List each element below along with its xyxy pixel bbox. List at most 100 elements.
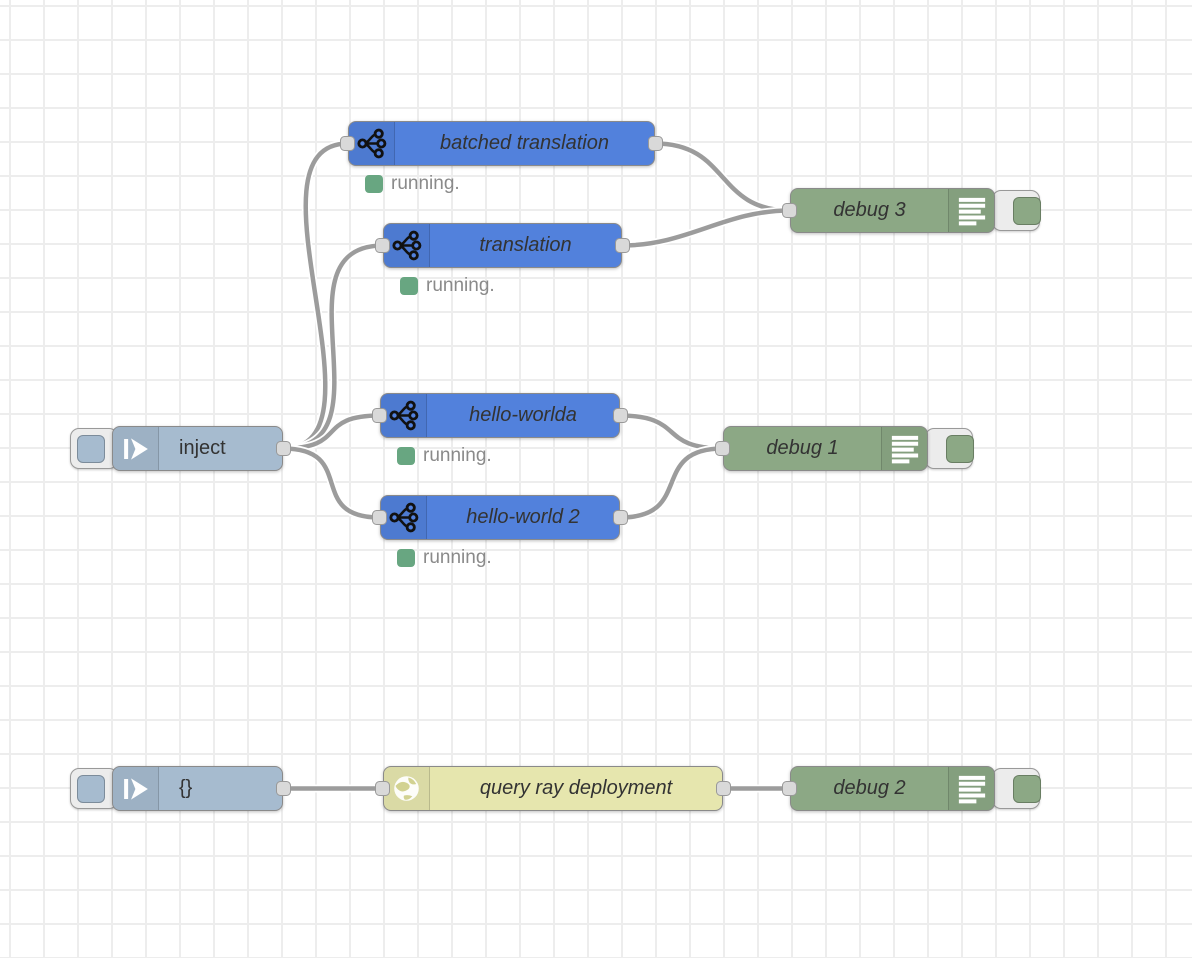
status-text: running. xyxy=(426,275,495,296)
node-batched-translation[interactable]: batched translation xyxy=(348,121,655,166)
node-status: running. xyxy=(397,547,492,569)
status-dot xyxy=(400,277,418,295)
debug-toggle-button[interactable] xyxy=(925,428,974,469)
node-group-hello-worlda: hello-worlda running. xyxy=(372,393,628,466)
node-debug-1[interactable]: debug 1 xyxy=(723,426,928,471)
wire-hello-worlda-to-debug-1[interactable] xyxy=(617,413,726,451)
node-label: debug 1 xyxy=(766,437,839,459)
node-translation[interactable]: translation xyxy=(383,223,622,268)
node-label: debug 2 xyxy=(833,777,906,799)
inject-button-indicator xyxy=(77,774,105,803)
node-label-area: hello-worlda xyxy=(427,394,619,437)
node-icon-region xyxy=(881,427,927,470)
node-translation-input-port[interactable] xyxy=(375,238,390,253)
node-status: running. xyxy=(400,275,495,297)
node-label-area: debug 2 xyxy=(791,767,948,810)
fan-out-icon xyxy=(389,400,419,431)
node-inject-json[interactable]: {} xyxy=(112,766,283,811)
fan-out-icon xyxy=(389,502,419,533)
node-hello-worlda-output-port[interactable] xyxy=(613,408,628,423)
node-label: debug 3 xyxy=(833,199,906,221)
node-debug-2[interactable]: debug 2 xyxy=(790,766,995,811)
node-group-inject-json: {} xyxy=(70,766,291,811)
node-debug-3-input-port[interactable] xyxy=(782,203,797,218)
node-debug-3[interactable]: debug 3 xyxy=(790,188,995,233)
inject-arrow-icon xyxy=(123,437,148,460)
globe-icon xyxy=(394,776,419,801)
node-group-inject: inject xyxy=(70,426,291,471)
node-batched-translation-output-port[interactable] xyxy=(648,136,663,151)
node-debug-2-input-port[interactable] xyxy=(782,781,797,796)
wire-inject-to-translation[interactable] xyxy=(280,243,386,451)
debug-toggle-indicator xyxy=(1013,196,1041,225)
node-hello-world-2[interactable]: hello-world 2 xyxy=(380,495,620,540)
debug-toggle-indicator xyxy=(1013,774,1041,803)
wire-hello-world-2-to-debug-1[interactable] xyxy=(617,446,726,520)
node-label-area: batched translation xyxy=(395,122,654,165)
debug-toggle-button[interactable] xyxy=(992,768,1041,809)
status-dot xyxy=(365,175,383,193)
node-label: inject xyxy=(179,437,226,459)
node-icon-region xyxy=(948,189,994,232)
node-label-area: debug 3 xyxy=(791,189,948,232)
node-hello-world-2-input-port[interactable] xyxy=(372,510,387,525)
node-inject-json-output-port[interactable] xyxy=(276,781,291,796)
fan-out-icon xyxy=(392,230,422,261)
node-debug-1-input-port[interactable] xyxy=(715,441,730,456)
node-group-hello-world-2: hello-world 2 running. xyxy=(372,495,628,568)
node-status: running. xyxy=(365,173,460,195)
node-hello-world-2-output-port[interactable] xyxy=(613,510,628,525)
status-dot xyxy=(397,549,415,567)
node-batched-translation-input-port[interactable] xyxy=(340,136,355,151)
node-label: batched translation xyxy=(439,132,609,154)
node-status: running. xyxy=(397,445,492,467)
inject-button[interactable] xyxy=(70,768,118,809)
node-label-area: debug 1 xyxy=(724,427,881,470)
node-label: hello-world 2 xyxy=(466,506,580,528)
node-translation-output-port[interactable] xyxy=(615,238,630,253)
debug-lines-icon xyxy=(891,435,918,463)
node-group-debug-2: debug 2 xyxy=(782,766,1041,811)
node-label-area: hello-world 2 xyxy=(427,496,619,539)
node-label: translation xyxy=(479,234,572,256)
wire-translation-to-debug-3[interactable] xyxy=(619,208,793,248)
node-icon-region xyxy=(381,394,427,437)
node-icon-region xyxy=(113,767,159,810)
node-hello-worlda[interactable]: hello-worlda xyxy=(380,393,620,438)
node-label: query ray deployment xyxy=(479,777,673,799)
debug-lines-icon xyxy=(958,775,985,803)
inject-button-indicator xyxy=(77,434,105,463)
node-label: hello-worlda xyxy=(469,404,577,426)
node-hello-worlda-input-port[interactable] xyxy=(372,408,387,423)
node-inject-output-port[interactable] xyxy=(276,441,291,456)
inject-button[interactable] xyxy=(70,428,118,469)
node-label-area: inject xyxy=(159,427,282,470)
status-dot xyxy=(397,447,415,465)
node-icon-region xyxy=(113,427,159,470)
node-query-ray-deployment[interactable]: query ray deployment xyxy=(383,766,723,811)
node-label-area: translation xyxy=(430,224,621,267)
node-icon-region xyxy=(948,767,994,810)
node-group-query-ray-deployment: query ray deployment xyxy=(375,766,731,811)
debug-toggle-button[interactable] xyxy=(992,190,1041,231)
node-group-batched-translation: batched translation running. xyxy=(340,121,663,194)
node-group-debug-3: debug 3 xyxy=(782,188,1041,233)
node-label: {} xyxy=(179,777,193,799)
wire-inject-to-batched-translation[interactable] xyxy=(280,141,351,451)
debug-lines-icon xyxy=(958,197,985,225)
node-query-ray-deployment-output-port[interactable] xyxy=(716,781,731,796)
node-inject[interactable]: inject xyxy=(112,426,283,471)
debug-toggle-indicator xyxy=(946,434,974,463)
node-icon-region xyxy=(349,122,395,165)
node-group-debug-1: debug 1 xyxy=(715,426,974,471)
status-text: running. xyxy=(391,173,460,194)
wire-batched-translation-to-debug-3[interactable] xyxy=(652,141,793,213)
status-text: running. xyxy=(423,547,492,568)
node-query-ray-deployment-input-port[interactable] xyxy=(375,781,390,796)
wire-inject-to-hello-world-2[interactable] xyxy=(280,446,383,520)
inject-arrow-icon xyxy=(123,777,148,800)
fan-out-icon xyxy=(357,128,387,159)
node-icon-region xyxy=(384,224,430,267)
